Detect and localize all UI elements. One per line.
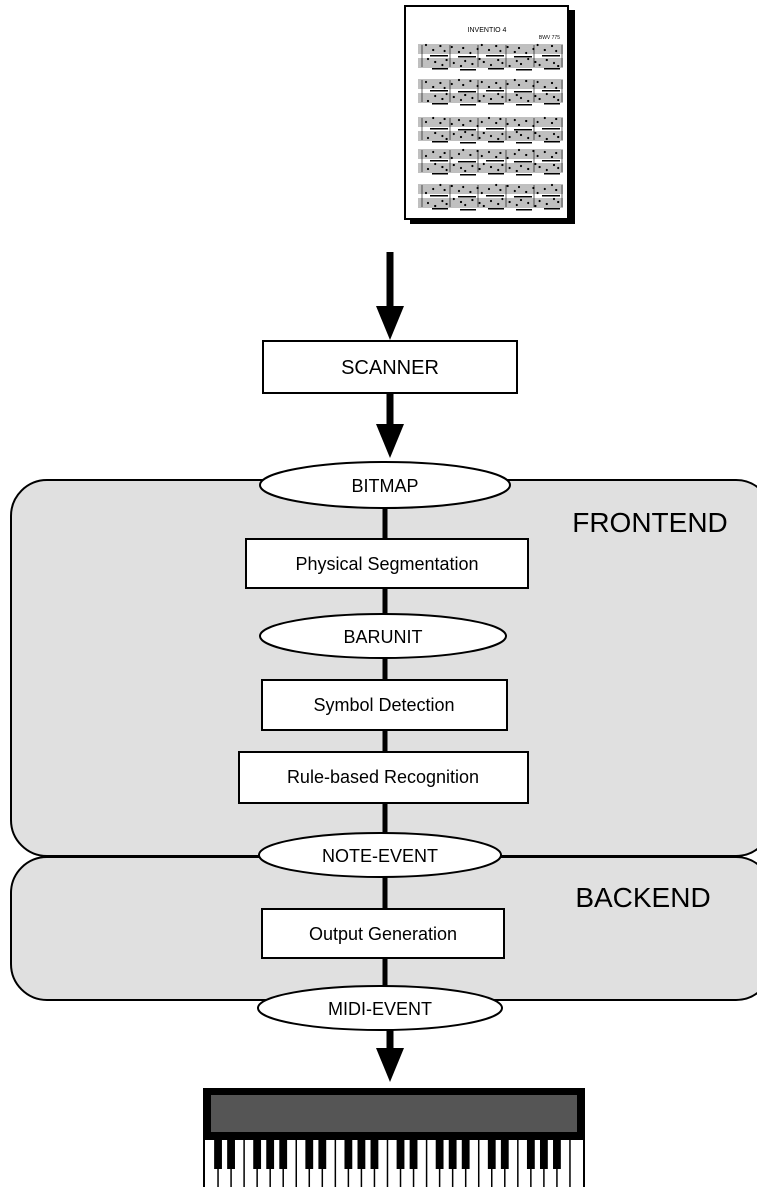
black-key: [344, 1140, 353, 1169]
barunit-label: BARUNIT: [343, 627, 422, 647]
scanner-box: SCANNER: [262, 340, 518, 394]
black-key: [227, 1140, 235, 1169]
sheet-music-image: INVENTIO 4 BWV 775: [404, 5, 575, 224]
black-key: [448, 1140, 457, 1169]
black-key: [526, 1140, 535, 1169]
physical-segmentation-label: Physical Segmentation: [295, 554, 478, 574]
midi-event-label: MIDI-EVENT: [328, 999, 432, 1019]
black-key: [487, 1140, 496, 1169]
note-event-node: NOTE-EVENT: [258, 832, 502, 878]
bitmap-label: BITMAP: [351, 476, 418, 496]
black-key: [305, 1140, 314, 1169]
black-key: [214, 1140, 222, 1169]
black-key: [461, 1140, 470, 1169]
black-key: [357, 1140, 366, 1169]
black-key: [409, 1140, 418, 1169]
black-key: [539, 1140, 548, 1169]
black-key: [500, 1140, 509, 1169]
arrow-scanner-to-bitmap: [376, 393, 404, 458]
output-generation-label: Output Generation: [309, 924, 457, 944]
rule-based-recognition-label: Rule-based Recognition: [287, 767, 479, 787]
physical-segmentation-box: Physical Segmentation: [245, 538, 529, 589]
black-key: [553, 1140, 561, 1169]
frontend-label: FRONTEND: [572, 507, 728, 538]
backend-label: BACKEND: [575, 882, 710, 913]
black-key: [435, 1140, 444, 1169]
scanner-label: SCANNER: [341, 357, 439, 379]
black-key: [318, 1140, 327, 1169]
black-key: [253, 1140, 262, 1169]
barunit-node: BARUNIT: [259, 613, 507, 659]
arrow-midi-to-keyboard: [376, 1030, 404, 1082]
note-event-label: NOTE-EVENT: [322, 846, 438, 866]
symbol-detection-box: Symbol Detection: [261, 679, 508, 731]
black-key: [396, 1140, 405, 1169]
arrow-sheet-to-scanner: [376, 252, 404, 340]
sheet-catalog: BWV 775: [539, 35, 560, 41]
output-generation-box: Output Generation: [261, 908, 505, 959]
midi-event-node: MIDI-EVENT: [257, 985, 503, 1031]
symbol-detection-label: Symbol Detection: [313, 695, 454, 715]
black-key: [370, 1140, 379, 1169]
sheet-title: INVENTIO 4: [468, 27, 507, 34]
bitmap-node: BITMAP: [259, 461, 511, 509]
black-key: [279, 1140, 288, 1169]
black-key: [266, 1140, 275, 1169]
piano-keyboard-image: [203, 1088, 585, 1187]
rule-based-recognition-box: Rule-based Recognition: [238, 751, 529, 804]
piano-black-keys: [214, 1140, 561, 1169]
music-staves: [418, 43, 563, 211]
